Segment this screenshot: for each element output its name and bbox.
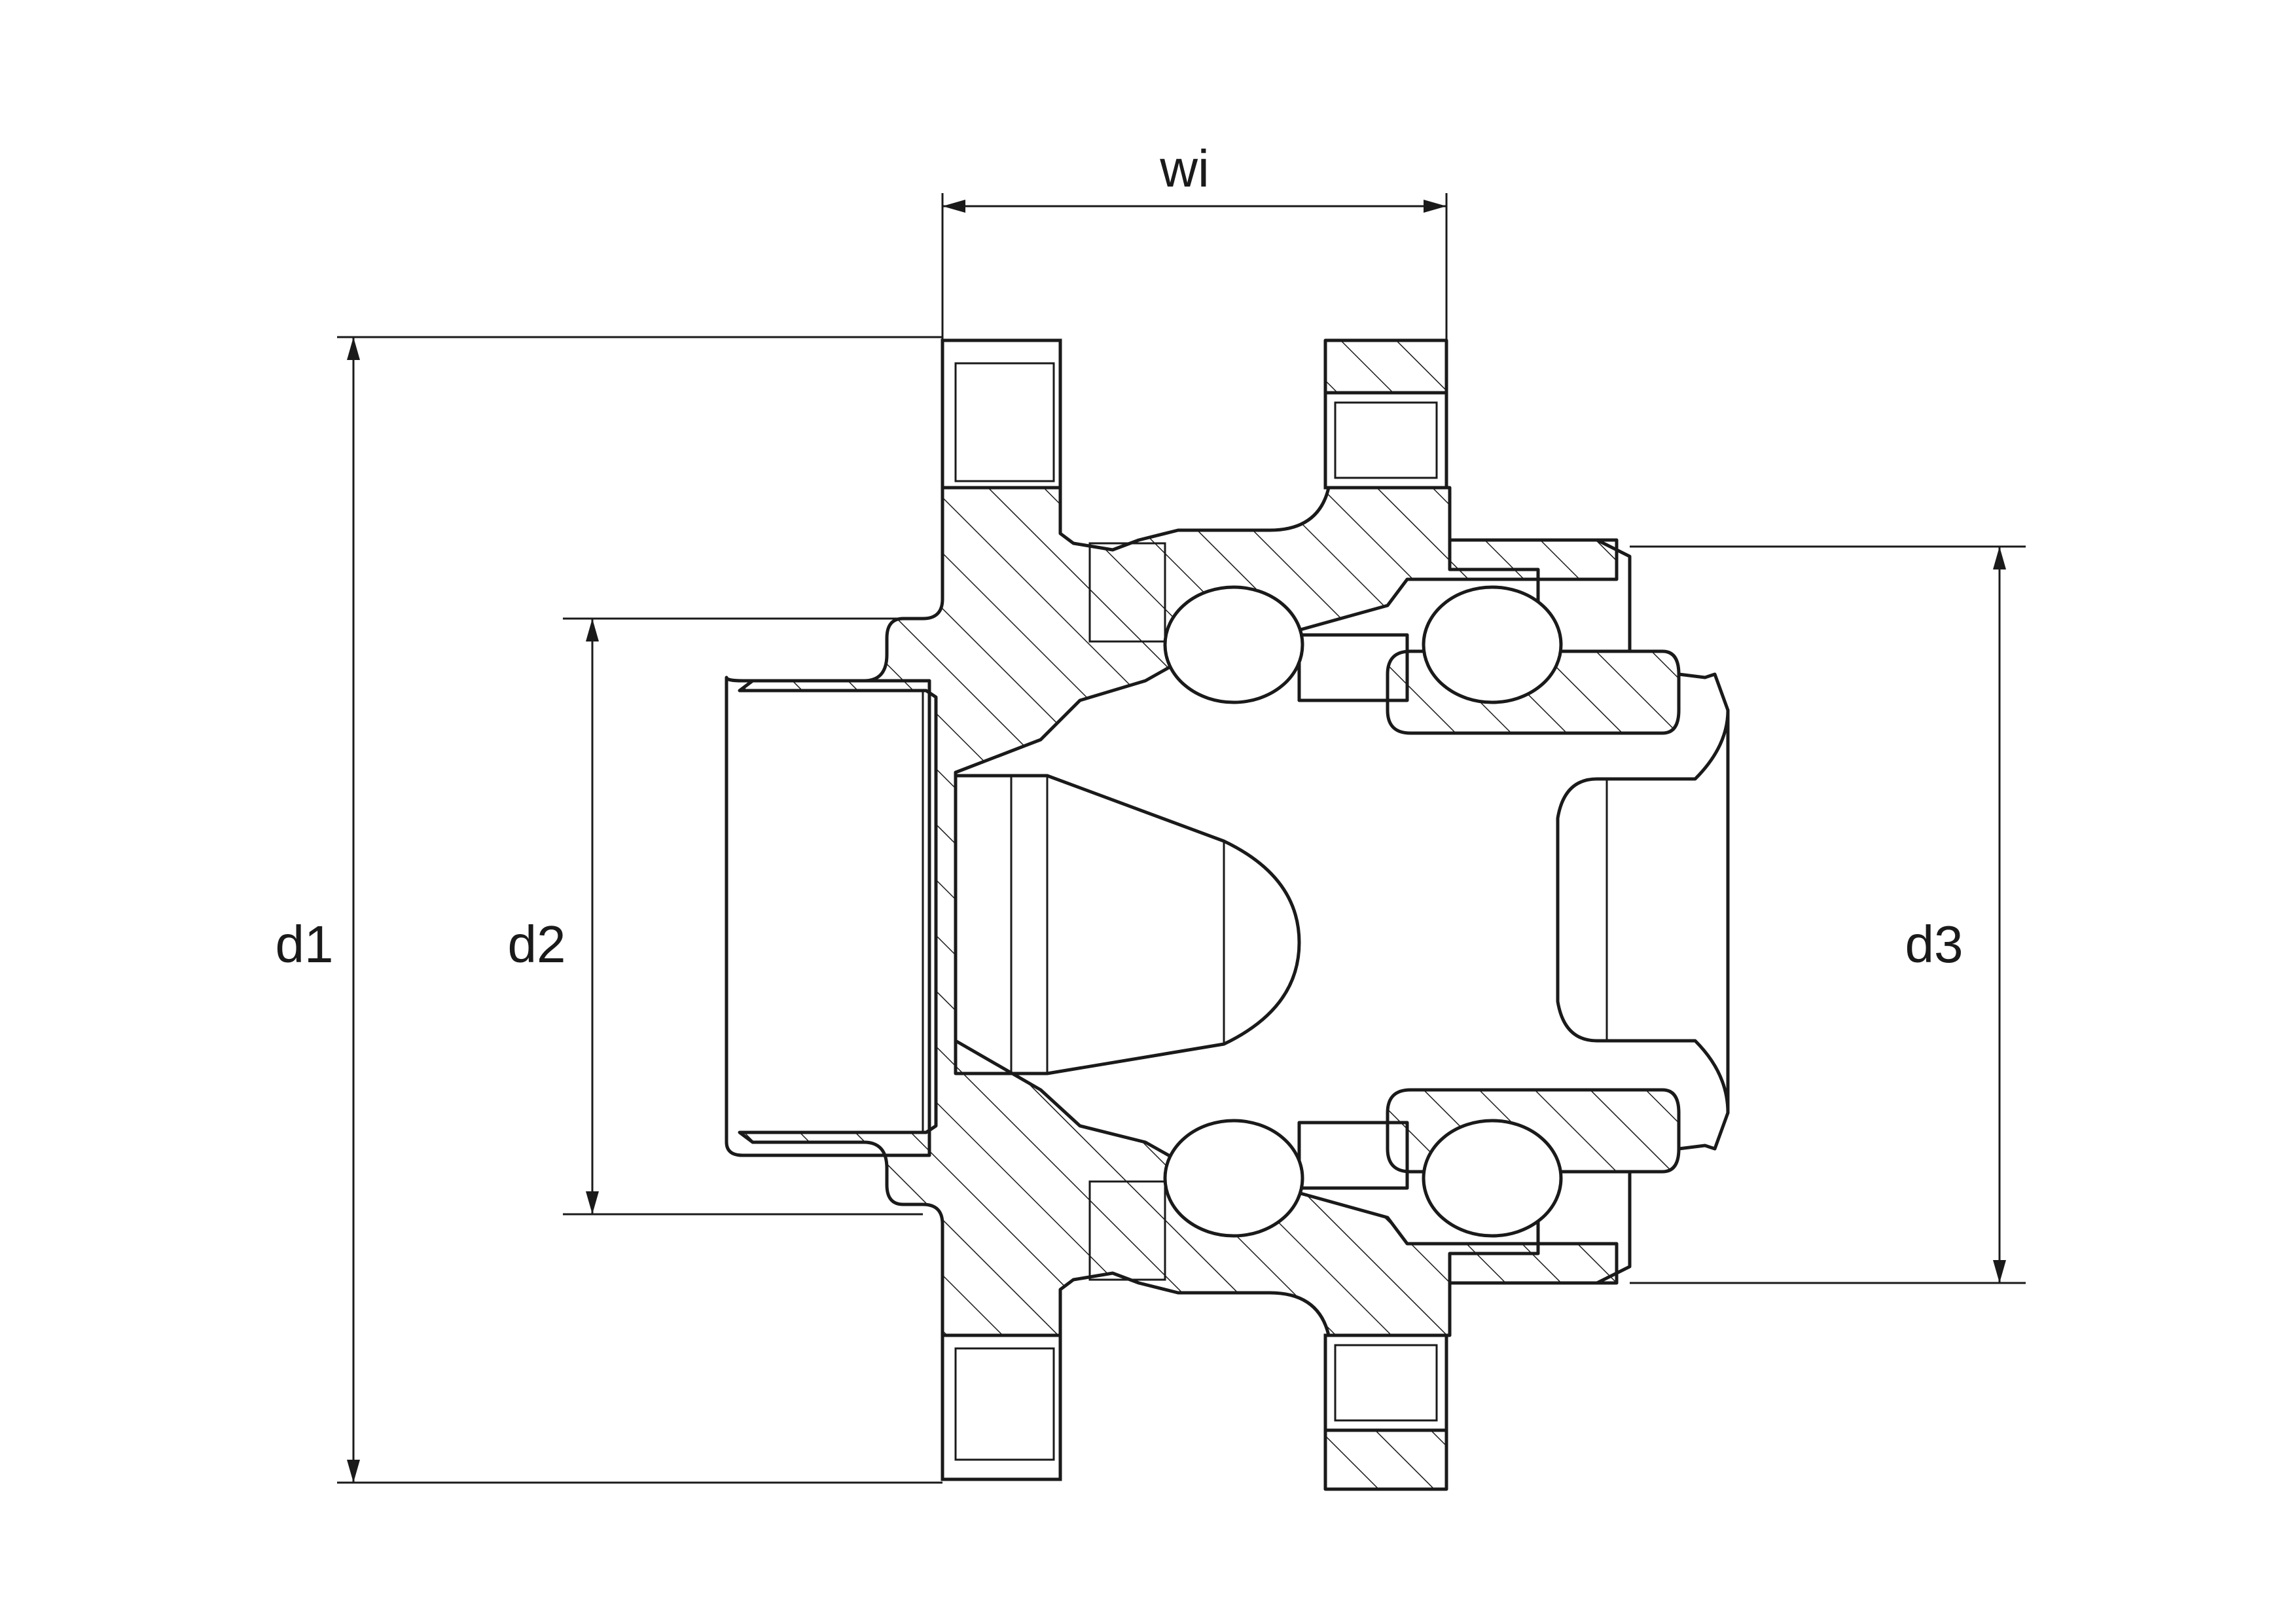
- d2-arrow-top: [586, 619, 599, 641]
- cage-spacer-upper: [1297, 633, 1409, 702]
- d3-label: d3: [1905, 915, 1964, 973]
- seal-housing-upper: [1448, 538, 1632, 653]
- dimension-d3: d3: [1630, 545, 2026, 1284]
- spline-bore: [954, 774, 1301, 1075]
- wi-arrow-right: [1424, 200, 1446, 213]
- dimension-d2: d2: [508, 617, 923, 1216]
- stud-hole-lower-left-inner: [954, 1347, 1055, 1461]
- dimension-d1: d1: [276, 336, 942, 1484]
- bearing-set: [1163, 585, 1563, 1238]
- dimension-wi: wi: [941, 139, 1448, 344]
- spindle-tip: [1677, 672, 1730, 1151]
- stud-hole-upper-right-inner: [1334, 401, 1438, 479]
- wi-arrow-left: [942, 200, 965, 213]
- d1-label: d1: [276, 915, 334, 973]
- hub-pilot: [725, 676, 1730, 1157]
- stud-hole-lower-left: [941, 1333, 1062, 1481]
- ball-inboard-upper: [1163, 585, 1304, 704]
- d1-arrow-top: [347, 337, 360, 360]
- d2-arrow-bottom: [586, 1191, 599, 1214]
- stud-hole-upper-left-inner: [954, 362, 1055, 482]
- inboard-seal-lower: [1088, 1180, 1166, 1281]
- stud-hole-upper-left: [941, 338, 1062, 490]
- wi-label: wi: [1159, 139, 1210, 198]
- ball-outboard-lower: [1422, 1119, 1563, 1238]
- stud-hole-lower-right: [1323, 1333, 1448, 1432]
- flange-lower-right-cap: [1323, 1428, 1448, 1491]
- hub-body: [738, 338, 1619, 1491]
- stud-hole-upper-right: [1323, 391, 1448, 490]
- stud-hole-lower-right-inner: [1334, 1344, 1438, 1422]
- flange-upper-right-cap: [1323, 338, 1448, 395]
- ball-outboard-upper: [1422, 585, 1563, 704]
- d3-arrow-top: [1993, 547, 2006, 569]
- outboard-bore: [1556, 708, 1730, 1115]
- d2-label: d2: [508, 915, 566, 973]
- pilot-spigot: [725, 676, 931, 1157]
- hub-main-section: [738, 486, 1619, 1337]
- d3-arrow-bottom: [1993, 1260, 2006, 1283]
- cage-spacer-lower: [1297, 1121, 1409, 1190]
- d1-arrow-bottom: [347, 1460, 360, 1483]
- ball-inboard-lower: [1163, 1119, 1304, 1238]
- seal-housing-lower: [1448, 1170, 1632, 1285]
- inboard-seal-upper: [1088, 542, 1166, 643]
